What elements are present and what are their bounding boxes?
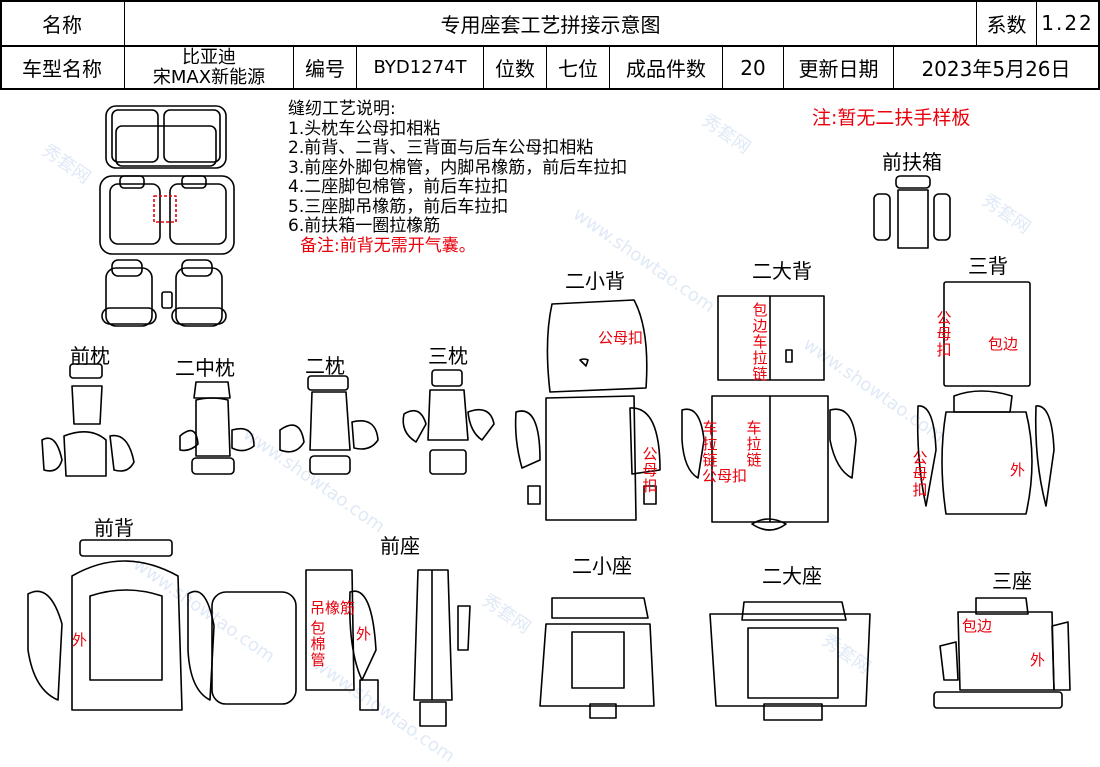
- note-item: 4.二座脚包棉管，前后车拉扣: [288, 177, 509, 197]
- code-value: BYD1274T: [373, 57, 467, 78]
- annotation: 包边: [962, 617, 993, 635]
- annotation: 外: [72, 631, 88, 649]
- part-title: 二枕: [305, 354, 345, 378]
- second-small-back-pieces: [514, 299, 661, 521]
- note-item: 5.三座脚吊橡筋，前后车拉扣: [288, 196, 509, 217]
- annotation: 公母扣: [936, 309, 952, 359]
- part-title: 二中枕: [175, 356, 235, 380]
- annotation: 公母扣: [912, 449, 928, 499]
- part-title: 前扶箱: [882, 150, 942, 174]
- part-title: 三枕: [428, 344, 468, 368]
- model-label: 车型名称: [22, 57, 102, 81]
- table-line: [783, 46, 784, 89]
- seat-overview-illustration: [99, 105, 235, 327]
- table-line: [124, 0, 125, 90]
- sheet-title: 专用座套工艺拼接示意图: [440, 12, 661, 37]
- third-seat-pieces: [933, 597, 1071, 709]
- part-title: 前枕: [70, 344, 110, 368]
- model-name: 比亚迪 宋MAX新能源: [125, 46, 293, 89]
- note-item: 2.前背、二背、三背面与后车公母扣相粘: [288, 138, 594, 158]
- annotation: 外: [356, 625, 372, 643]
- front-back-pieces: [27, 539, 297, 711]
- third-back-pieces: [916, 281, 1055, 515]
- note-item: 3.前座外脚包棉管，内脚吊橡筋，前后车拉扣: [288, 157, 628, 178]
- table-line: [293, 46, 294, 89]
- table-line: [976, 0, 977, 46]
- part-title: 前座: [380, 534, 420, 558]
- sewing-notes: 缝纫工艺说明: 1.头枕车公母扣相粘 2.前背、二背、三背面与后车公母扣相粘 3…: [288, 99, 628, 256]
- front-armrest-pieces: [873, 175, 951, 249]
- table-line: [609, 46, 610, 89]
- second-small-seat-pieces: [539, 597, 655, 719]
- second-big-back-pieces: [681, 295, 857, 531]
- part-title: 二大背: [752, 259, 812, 283]
- annotation: 公母扣: [598, 329, 644, 347]
- table-line: [893, 46, 894, 89]
- table-line: [722, 46, 723, 89]
- annotation: 车拉链: [746, 419, 762, 469]
- coef-value: 1.22: [1041, 11, 1094, 35]
- annotation: 公母扣: [642, 445, 658, 495]
- table-line: [0, 0, 1100, 2]
- note-item: 6.前扶箱一圈拉橡筋: [288, 216, 441, 236]
- model-name-line1: 比亚迪: [182, 46, 236, 68]
- part-title: 三座: [992, 569, 1032, 593]
- annotation: 包棉管: [310, 619, 326, 669]
- annotation: 包边: [988, 335, 1019, 353]
- annotation: 车拉链: [702, 419, 718, 469]
- remark: 备注:前背无需开气囊。: [300, 235, 476, 256]
- front-seat-pieces: [305, 569, 471, 727]
- third-headrest-pieces: [402, 369, 495, 475]
- seats-label: 位数: [495, 57, 535, 81]
- coef-label: 系数: [986, 12, 1027, 37]
- pieces-value: 20: [740, 55, 766, 80]
- part-title: 二小背: [565, 269, 625, 293]
- warning-note: 注:暂无二扶手样板: [812, 107, 971, 129]
- name-label: 名称: [42, 12, 82, 37]
- table-line: [0, 0, 2, 90]
- table-line: [0, 88, 1100, 90]
- annotation: 外: [1030, 651, 1046, 669]
- second-big-seat-pieces: [709, 601, 871, 721]
- second-headrest-pieces: [279, 375, 379, 475]
- part-title: 前背: [94, 516, 134, 540]
- table-line: [546, 46, 547, 89]
- code-label: 编号: [305, 57, 345, 81]
- annotation: 吊橡筋: [310, 599, 356, 617]
- part-title: 三背: [968, 254, 1008, 278]
- second-mid-headrest-pieces: [179, 381, 255, 475]
- note-item: 1.头枕车公母扣相粘: [288, 118, 441, 139]
- seats-value: 七位: [558, 57, 598, 81]
- pattern-pieces-drawing: [27, 105, 1071, 727]
- pieces-label: 成品件数: [626, 57, 706, 81]
- table-line: [1036, 0, 1037, 46]
- table-line: [1098, 0, 1100, 90]
- part-title: 二小座: [572, 554, 632, 578]
- update-label: 更新日期: [798, 57, 879, 81]
- model-name-line2: 宋MAX新能源: [152, 66, 266, 88]
- table-line: [0, 45, 1100, 47]
- annotation: 外: [1010, 461, 1026, 479]
- annotation: 公母扣: [702, 467, 748, 485]
- table-line: [356, 46, 357, 89]
- annotation: 包边车拉链: [752, 301, 768, 383]
- part-title: 二大座: [762, 564, 822, 588]
- front-headrest-pieces: [41, 363, 135, 477]
- update-value: 2023年5月26日: [921, 57, 1071, 81]
- notes-heading: 缝纫工艺说明:: [288, 99, 396, 119]
- table-line: [483, 46, 484, 89]
